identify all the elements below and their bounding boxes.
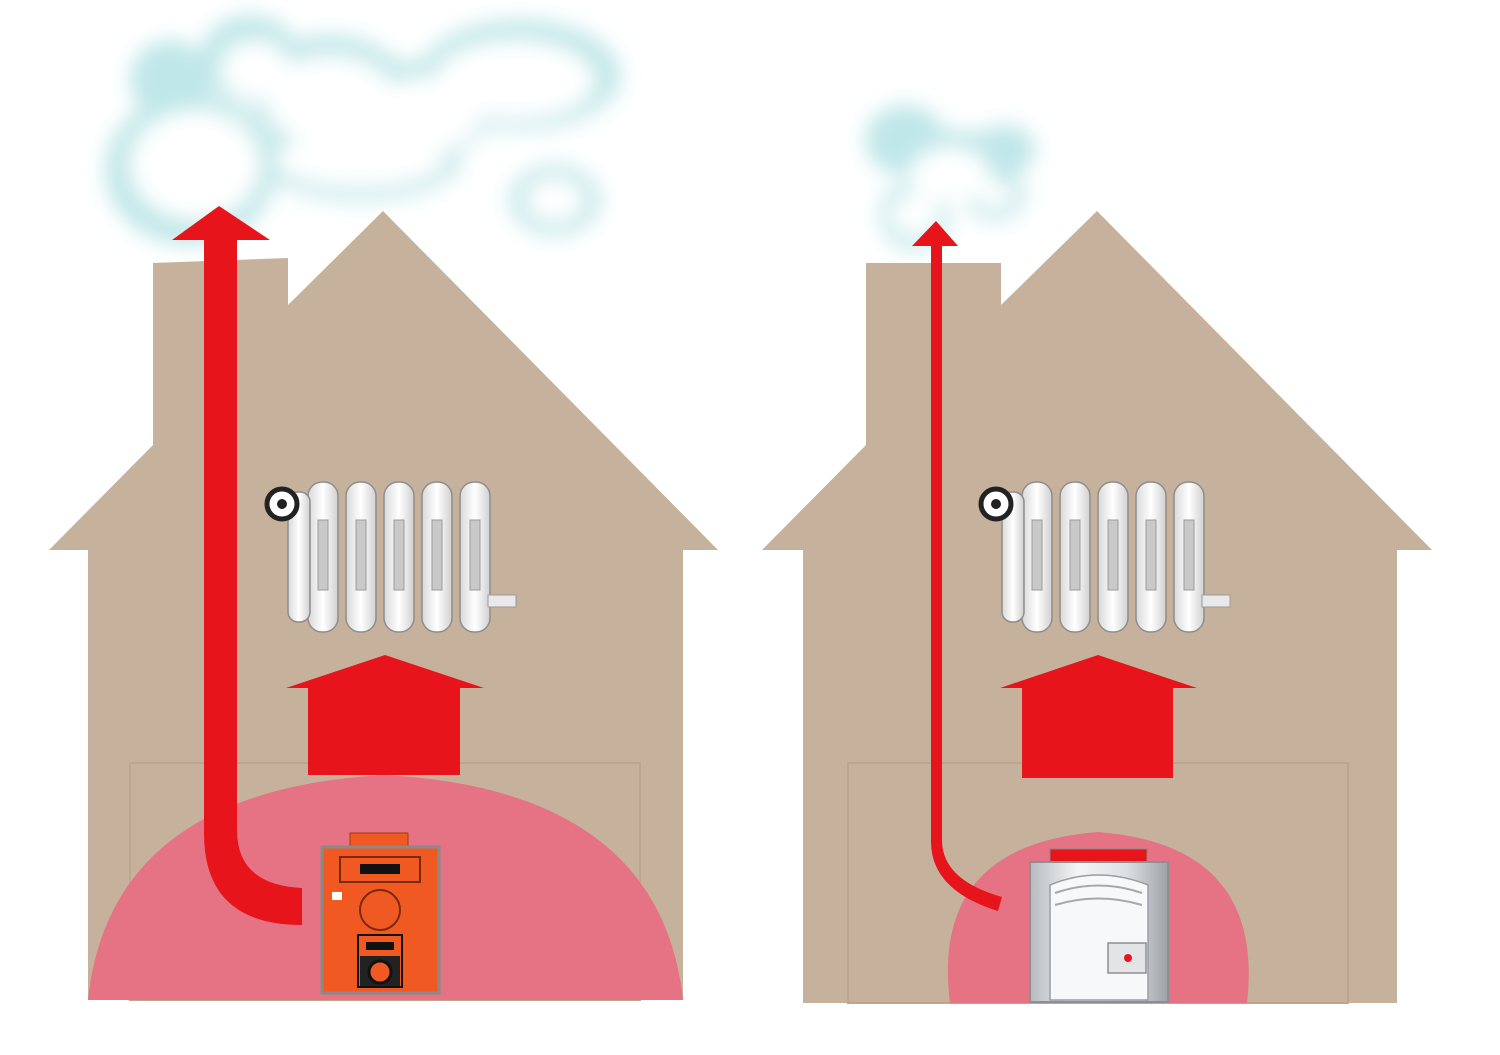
condensing-boiler-icon <box>1029 848 1169 1003</box>
smoke-cloud-small <box>865 105 1035 250</box>
old-boiler-icon <box>320 832 441 995</box>
house-shape-right <box>762 211 1432 1003</box>
smoke-cloud-large <box>105 15 620 245</box>
old-house <box>49 15 718 1001</box>
radiator-icon <box>267 482 516 632</box>
flue-arrow-wide <box>172 206 302 925</box>
heat-up-arrow <box>1000 655 1197 778</box>
heat-up-arrow <box>286 655 484 775</box>
flue-arrow-thin <box>912 221 1002 911</box>
new-house <box>762 105 1432 1004</box>
radiator-icon <box>981 482 1230 632</box>
